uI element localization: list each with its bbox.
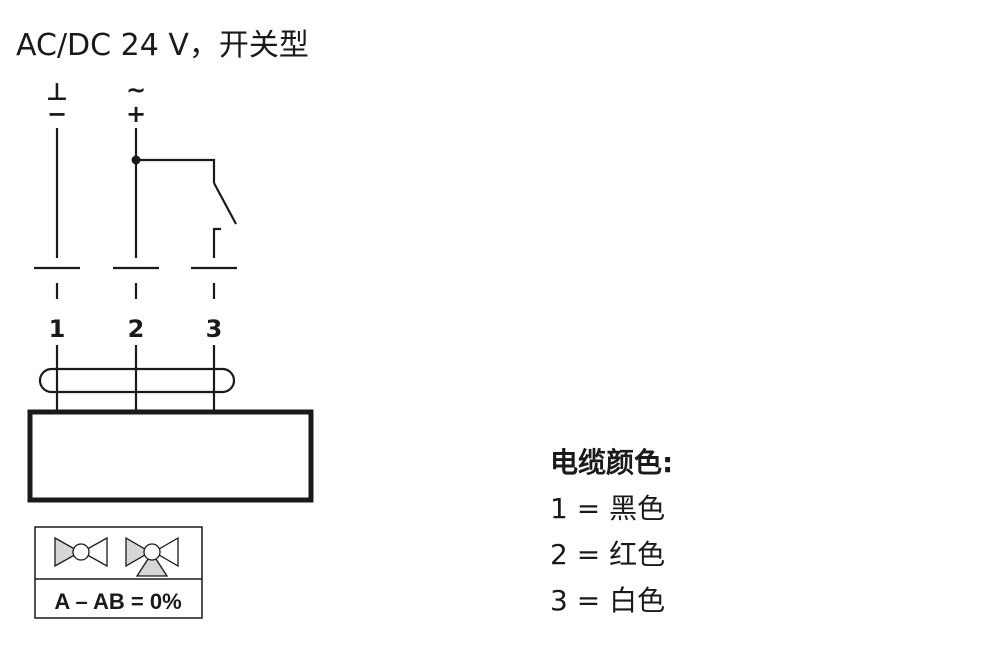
cable-sleeve-icon: [38, 367, 236, 394]
legend-item-1: 1 = 黑色: [550, 492, 666, 525]
diagram-title: AC/DC 24 V，开关型: [16, 28, 309, 63]
actuator-housing: [27, 409, 314, 503]
cable-color-legend: 电缆颜色: 1 = 黑色 2 = 红色 3 = 白色: [550, 440, 673, 624]
terminal-label-1: 1: [49, 315, 66, 343]
terminal-label-2: 2: [128, 315, 145, 343]
valve-badge: A – AB = 0%: [34, 526, 203, 619]
minus-symbol: −: [47, 100, 67, 128]
badge-text: A – AB = 0%: [54, 589, 181, 614]
switch-lower-contact: [212, 227, 221, 258]
tilde-symbol: ~: [126, 76, 146, 104]
terminal-label-3: 3: [206, 315, 223, 343]
valve-open-icon: [54, 536, 108, 568]
ground-symbol: ⊥: [46, 78, 68, 106]
legend-heading: 电缆颜色:: [550, 446, 674, 479]
switch-branch-wire: [136, 158, 216, 183]
valve-three-way-icon: [125, 536, 179, 577]
legend-item-3: 3 = 白色: [550, 584, 666, 617]
legend-item-2: 2 = 红色: [550, 538, 666, 571]
plus-symbol: +: [126, 100, 146, 128]
junction-dot: [131, 155, 141, 165]
switch-contact-icon: [213, 182, 237, 225]
